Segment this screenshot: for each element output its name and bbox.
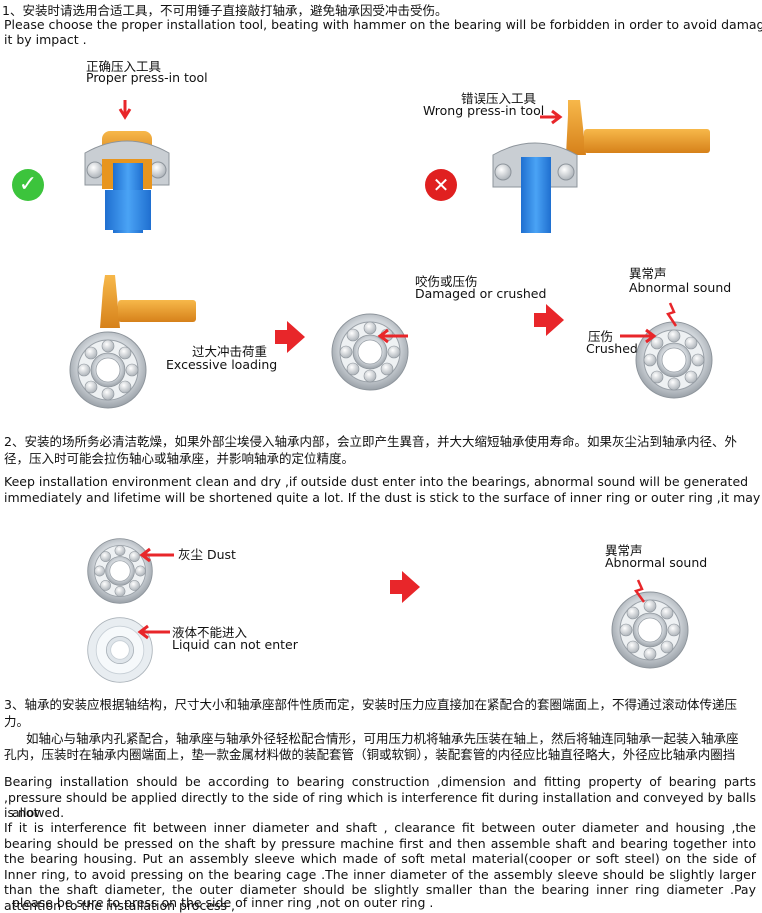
section3-text-en-1: Bearing installation should be according… — [4, 774, 756, 820]
check-icon: ✓ — [12, 169, 44, 201]
damaged-label-zh: 咬伤或压伤 — [415, 274, 478, 289]
wrong-tool-label-zh: 错误压入工具 — [461, 91, 537, 106]
damaged-label-en: Damaged or crushed — [415, 286, 547, 301]
section1-title-zh: 1、安装时请选用合适工具，不可用锤子直接敲打轴承，避免轴承因受冲击受伤。 — [2, 3, 448, 18]
section3-text-en-1-end: allowed. — [12, 805, 65, 820]
section3-text-zh-2: 力。 — [4, 714, 30, 729]
proper-press-in-illustration — [84, 100, 170, 233]
excessive-label-zh: 过大冲击荷重 — [192, 344, 268, 359]
dust-bearing-illustration — [87, 538, 174, 604]
section2-text-en-2: immediately and lifetime will be shorten… — [4, 490, 761, 505]
section2-text-zh-1: 2、安装的场所务必清洁乾燥，如果外部尘埃侵入轴承内部，会立即产生異音，并大大缩短… — [4, 434, 737, 449]
section1-text-en-1: Please choose the proper installation to… — [4, 17, 762, 32]
section1-text-en-2: it by impact . — [4, 32, 87, 47]
liquid-label-en: Liquid can not enter — [172, 637, 298, 652]
crushed-label-zh: 压伤 — [588, 329, 614, 344]
wrong-press-in-illustration — [492, 100, 710, 233]
liquid-label-zh: 液体不能进入 — [172, 625, 248, 640]
abnormal-label-zh: 異常声 — [629, 266, 667, 281]
sealed-bearing-illustration — [87, 617, 170, 683]
hammer-on-bearing-illustration — [69, 275, 196, 409]
section3-text-en-2-end: please be sure to press on the side of i… — [12, 895, 434, 910]
abnormal-label-en: Abnormal sound — [629, 280, 732, 295]
flow-arrow-2 — [534, 304, 564, 336]
section2-text-zh-2: 径，压入时可能会拉伤轴心或轴承座，并影响轴承的定位精度。 — [4, 451, 355, 466]
flow-arrow-3 — [390, 571, 420, 603]
abnormal-label2-en: Abnormal sound — [605, 555, 708, 570]
abnormal-label2-zh: 異常声 — [605, 543, 643, 558]
flow-arrow-1 — [275, 321, 305, 353]
section2-text-en-1: Keep installation environment clean and … — [4, 474, 749, 489]
cross-icon: ✕ — [425, 169, 457, 201]
crushed-label-en: Crushed — [586, 341, 638, 356]
crushed-bearing-illustration — [620, 302, 713, 399]
noisy-bearing-illustration — [611, 579, 689, 669]
dust-label: 灰尘 Dust — [178, 547, 236, 562]
proper-tool-label-en: Proper press-in tool — [86, 70, 208, 85]
section3-text-en-2: If it is interference fit between inner … — [4, 820, 756, 913]
proper-tool-label-zh: 正确压入工具 — [86, 59, 162, 74]
section3-text-zh-4: 孔内，压装时在轴承内圈端面上，垫一款金属材料做的装配套管（铜或软铜），装配套管的… — [4, 747, 736, 762]
damaged-bearing-illustration — [331, 313, 409, 391]
wrong-tool-label-en: Wrong press-in tool — [423, 103, 545, 118]
section3-text-zh-3: 如轴心与轴承内孔紧配合，轴承座与轴承外径轻松配合情形，可用压力机将轴承先压装在轴… — [26, 731, 739, 746]
excessive-label-en: Excessive loading — [166, 357, 278, 372]
section3-text-zh-1: 3、轴承的安装应根据轴结构，尺寸大小和轴承座部件性质而定，安装时压力应直接加在紧… — [4, 697, 737, 712]
